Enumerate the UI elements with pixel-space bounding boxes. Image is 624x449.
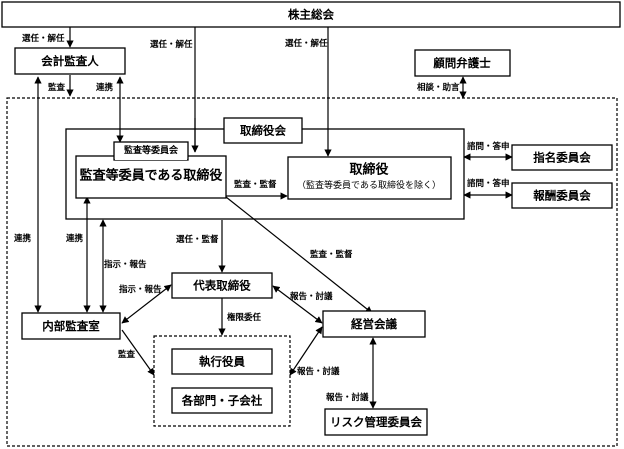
- label-audit-supervise-management: 監査・監督: [310, 249, 353, 260]
- arrow-rep-management: [272, 285, 323, 324]
- risk-committee-box: [324, 408, 428, 436]
- compensation-committee-label: 報酬委員会: [533, 189, 591, 203]
- label-consult-advice: 相談・助言: [417, 82, 460, 93]
- connectors: [34, 27, 513, 409]
- management-meeting-box: [322, 310, 426, 338]
- management-meeting-label: 経営会議: [351, 317, 397, 331]
- audit-committee-label: 監査等委員会: [124, 144, 179, 156]
- legal-advisor-box: [414, 49, 511, 77]
- executive-officers-label: 執行役員: [199, 355, 245, 369]
- audit-directors-box: [75, 155, 227, 199]
- arrow-exec-management: [289, 326, 323, 376]
- label-cooperation-left: 連携: [14, 233, 32, 244]
- label-report-discuss-risk: 報告・討議: [326, 392, 369, 403]
- internal-audit-box: [21, 312, 121, 340]
- representative-director-label: 代表取締役: [192, 279, 251, 293]
- edge-labels: 選任・解任 選任・解任 選任・解任 監査 連携 相談・助言 監査・監督 諮問・答…: [14, 33, 510, 403]
- risk-committee-label: リスク管理委員会: [330, 415, 422, 429]
- shareholders-box: [1, 1, 621, 28]
- arrow-internal-audit-exec: [121, 329, 155, 376]
- audit-directors-label: 監査等委員である取締役: [80, 168, 223, 184]
- board-title: 取締役会: [240, 124, 286, 138]
- departments-box: [171, 387, 273, 414]
- accounting-auditor-label: 会計監査人: [40, 54, 99, 68]
- label-report-discuss-exec: 報告・討議: [297, 366, 340, 377]
- label-audit-exec: 監査: [118, 349, 136, 360]
- execution-group: [153, 335, 291, 427]
- label-instruct-report-rep: 指示・報告: [119, 284, 162, 295]
- internal-audit-label: 内部監査室: [42, 319, 100, 333]
- directors-box: [287, 156, 452, 200]
- arrow-audit-to-management: [225, 196, 373, 314]
- directors-title: 取締役: [349, 162, 388, 178]
- arrow-internal-rep-instruct: [121, 284, 172, 324]
- compensation-committee-box: [511, 182, 613, 209]
- label-audit-auditor: 監査: [48, 82, 66, 93]
- label-instruct-report-board: 指示・報告: [104, 259, 147, 270]
- label-cooperation-auditor: 連携: [96, 82, 114, 93]
- shareholders-label: 株主総会: [288, 8, 334, 22]
- label-appoint-supervise: 選任・監督: [176, 234, 219, 245]
- accounting-auditor-box: [14, 47, 126, 75]
- company-boundary: [6, 97, 618, 447]
- label-appoint-dismiss-auditor: 選任・解任: [22, 33, 65, 44]
- representative-director-box: [171, 272, 273, 299]
- label-appoint-dismiss-audit-directors: 選任・解任: [150, 39, 193, 50]
- nomination-committee-label: 指名委員会: [533, 151, 591, 165]
- label-delegation: 権限委任: [227, 312, 262, 323]
- legal-advisor-label: 顧問弁護士: [433, 56, 491, 70]
- nomination-committee-box: [511, 144, 613, 171]
- label-audit-supervise-directors: 監査・監督: [234, 179, 277, 190]
- label-inquiry-compensation: 諮問・答申: [467, 178, 510, 189]
- label-inquiry-nomination: 諮問・答申: [467, 141, 510, 152]
- board-title-box: [223, 117, 303, 144]
- label-report-discuss-rep: 報告・討議: [290, 291, 333, 302]
- executive-officers-box: [171, 348, 273, 375]
- departments-label: 各部門・子会社: [181, 394, 263, 408]
- directors-subtitle: （監査等委員である取締役を除く）: [297, 179, 441, 191]
- label-appoint-dismiss-directors: 選任・解任: [285, 38, 328, 49]
- label-cooperation-mid: 連携: [66, 233, 84, 244]
